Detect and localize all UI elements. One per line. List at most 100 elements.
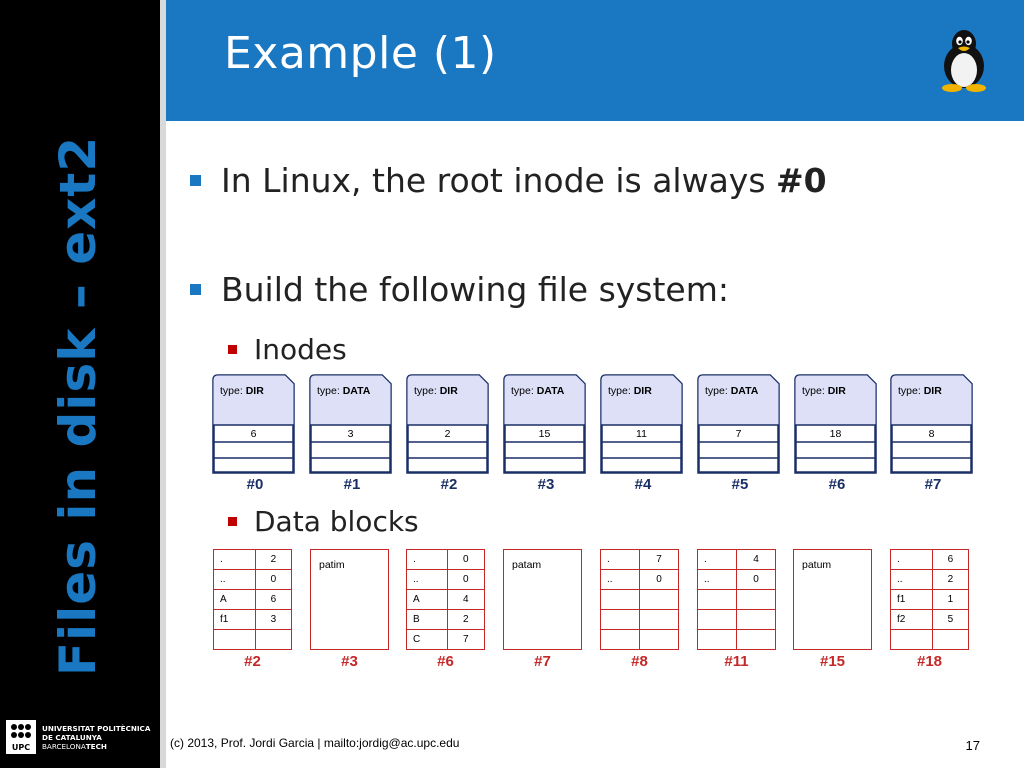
directory-entry-row — [697, 629, 776, 650]
entry-inode: 2 — [446, 609, 486, 630]
inode-number-label: #0 — [246, 476, 264, 493]
block-number-label: #7 — [534, 653, 551, 670]
directory-entry-row: .7 — [600, 549, 679, 570]
directory-entry-row: .2 — [213, 549, 293, 570]
entry-name: .. — [697, 569, 737, 590]
directory-entries: .4..0 — [697, 549, 776, 650]
inode-block-pointer: 7 — [735, 428, 742, 440]
entry-name: .. — [213, 569, 256, 590]
data-block-3: patim — [310, 549, 389, 650]
bullet-square-icon — [190, 175, 201, 186]
entry-name — [213, 629, 256, 650]
inode-shape: type: DATA 7 — [697, 374, 780, 474]
file-contents: patum — [793, 549, 872, 650]
inode-block-pointer: 15 — [538, 428, 551, 440]
data-block-15: patum — [793, 549, 872, 650]
entry-name — [600, 609, 640, 630]
subbullet-square-icon — [228, 345, 237, 354]
inode-number-label: #2 — [440, 476, 458, 493]
inode-outline — [212, 374, 295, 474]
inode-5: type: DATA 7 — [697, 374, 783, 474]
entry-inode: 3 — [254, 609, 293, 630]
inode-number-label: #1 — [343, 476, 361, 493]
directory-entries: .7..0 — [600, 549, 679, 650]
entry-inode: 1 — [931, 589, 970, 610]
inode-type: type: DATA — [705, 385, 759, 397]
inode-block-pointer: 2 — [444, 428, 451, 440]
entry-name: .. — [890, 569, 933, 590]
entry-name: C — [406, 629, 448, 650]
directory-entry-row: ..0 — [213, 569, 293, 590]
entry-name: B — [406, 609, 448, 630]
entry-name: A — [213, 589, 256, 610]
entry-inode: 5 — [931, 609, 970, 630]
directory-entry-row: ..0 — [600, 569, 679, 590]
entry-name — [697, 629, 737, 650]
inode-type: type: DIR — [802, 385, 846, 397]
entry-inode: 2 — [931, 569, 970, 590]
inode-outline — [406, 374, 489, 474]
inode-block-pointer: 8 — [928, 428, 935, 440]
bullet-root-inode: In Linux, the root inode is always #0 — [190, 161, 827, 200]
inode-block-pointer: 6 — [250, 428, 257, 440]
bullet-text: Build the following file system: — [221, 270, 729, 309]
inode-outline — [600, 374, 683, 474]
entry-inode — [736, 589, 776, 610]
entry-inode: 0 — [639, 569, 679, 590]
entry-name — [600, 589, 640, 610]
entry-name: . — [406, 549, 448, 570]
inode-outline — [890, 374, 973, 474]
entry-inode — [931, 629, 970, 650]
inode-outline — [503, 374, 586, 474]
entry-name: f1 — [213, 609, 256, 630]
entry-inode: 7 — [446, 629, 486, 650]
inode-outline — [697, 374, 780, 474]
side-band — [0, 0, 160, 768]
directory-entry-row — [600, 589, 679, 610]
subbullet-square-icon — [228, 517, 237, 526]
bullet-text: In Linux, the root inode is always #0 — [221, 161, 827, 200]
inode-number-label: #7 — [924, 476, 942, 493]
entry-name: f2 — [890, 609, 933, 630]
inode-shape: type: DATA 3 — [309, 374, 392, 474]
entry-inode — [639, 629, 679, 650]
entry-name: A — [406, 589, 448, 610]
directory-entry-row: .0 — [406, 549, 486, 570]
university-name: UNIVERSITAT POLITÈCNICA DE CATALUNYA BAR… — [42, 723, 151, 751]
block-number-label: #8 — [631, 653, 648, 670]
directory-entry-row: ..0 — [406, 569, 486, 590]
entry-inode — [254, 629, 293, 650]
entry-inode — [639, 589, 679, 610]
entry-inode: 0 — [446, 569, 486, 590]
directory-entry-row: ..2 — [890, 569, 970, 590]
inode-type: type: DATA — [317, 385, 371, 397]
entry-name — [600, 629, 640, 650]
entry-inode: 6 — [254, 589, 293, 610]
subbullet-text: Data blocks — [254, 505, 419, 538]
directory-entry-row: ..0 — [697, 569, 776, 590]
inode-block-pointer: 3 — [347, 428, 354, 440]
entry-inode: 7 — [639, 549, 679, 570]
entry-name — [697, 609, 737, 630]
file-contents: patam — [503, 549, 582, 650]
entry-inode: 2 — [254, 549, 293, 570]
entry-inode: 4 — [736, 549, 776, 570]
entry-name: f1 — [890, 589, 933, 610]
inode-block-pointer: 18 — [829, 428, 842, 440]
directory-entry-row — [600, 609, 679, 630]
entry-inode: 0 — [254, 569, 293, 590]
entry-name: . — [213, 549, 256, 570]
inode-number-label: #4 — [634, 476, 652, 493]
data-block-8: .7..0 — [600, 549, 679, 650]
slide-header: Example (1) — [166, 0, 1024, 121]
